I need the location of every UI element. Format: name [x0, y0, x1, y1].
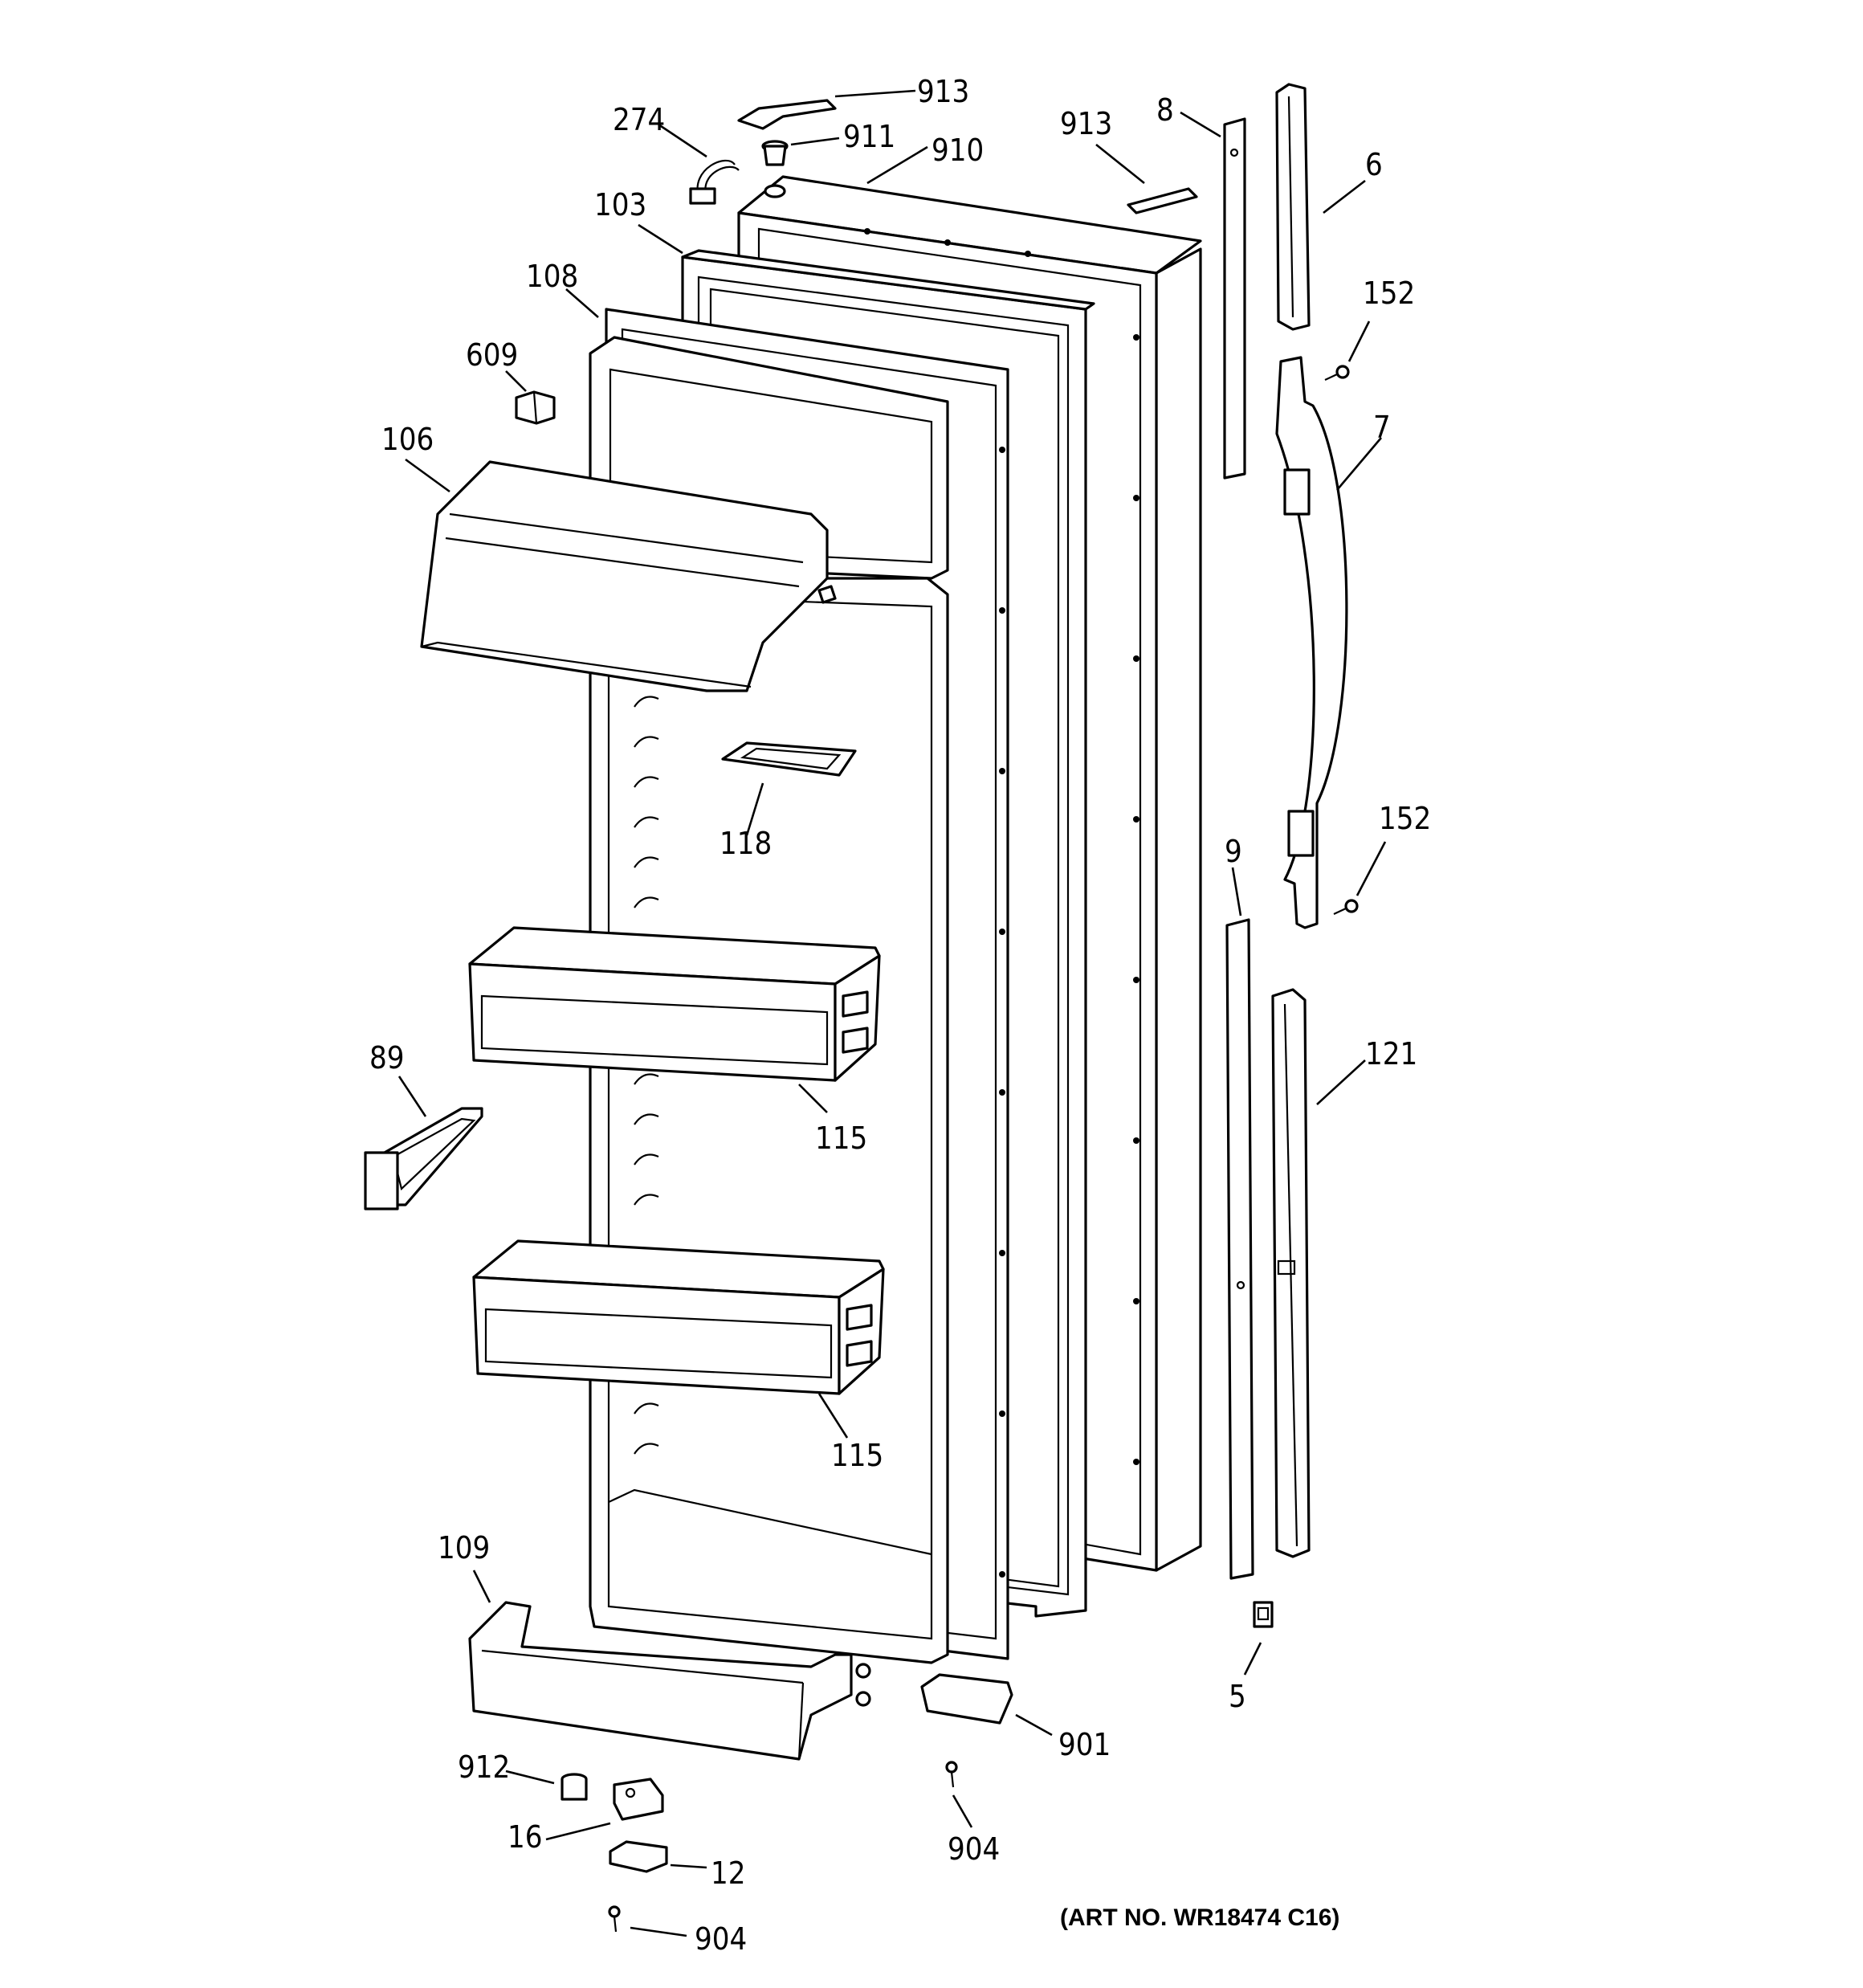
part-115-door-bin-upper: [468, 926, 881, 1082]
part-904-screw-right: [945, 1761, 958, 1788]
part-913-trim-piece: [1127, 187, 1198, 214]
callout-106: 106: [381, 422, 434, 457]
callout-12: 12: [711, 1855, 746, 1891]
part-911-plug: [761, 140, 789, 166]
part-12-hinge-plate: [609, 1840, 668, 1873]
callout-103: 103: [594, 187, 646, 222]
callout-6: 6: [1365, 147, 1383, 182]
callout-7: 7: [1373, 410, 1391, 445]
part-152-screw-upper: [1324, 365, 1350, 381]
part-106-dairy-door: [420, 460, 837, 692]
leader-lines: [397, 89, 1387, 1937]
part-7-door-handle: [1275, 356, 1348, 929]
callout-labels: 913 274 911 910 913 8 6 103 108 152 609 …: [369, 74, 1431, 1957]
art-number: (ART NO. WR18474 C16): [1060, 1904, 1339, 1931]
callout-911: 911: [843, 119, 895, 154]
callout-609: 609: [466, 337, 518, 373]
callout-118: 118: [720, 826, 772, 861]
part-913-top-plate: [737, 99, 837, 130]
callout-274: 274: [613, 102, 665, 137]
callout-109: 109: [438, 1530, 490, 1565]
part-121-handle-trim-lower: [1271, 988, 1311, 1558]
callout-913-side: 913: [1060, 106, 1112, 141]
callout-910: 910: [932, 133, 984, 168]
callout-913-top: 913: [917, 74, 969, 109]
callout-5: 5: [1229, 1679, 1246, 1714]
callout-121: 121: [1365, 1036, 1417, 1072]
part-5-clip: [1253, 1601, 1274, 1628]
part-901-bracket: [920, 1673, 1013, 1725]
part-9-lower-trim: [1225, 918, 1254, 1580]
part-274-wire-harness: [689, 160, 740, 205]
callout-901: 901: [1058, 1727, 1111, 1762]
part-16-hinge: [613, 1778, 664, 1821]
callout-904-right: 904: [948, 1831, 1000, 1867]
callout-904-bottom: 904: [695, 1921, 747, 1957]
callout-89: 89: [369, 1040, 405, 1076]
callout-108: 108: [526, 259, 578, 294]
callout-16: 16: [508, 1819, 543, 1855]
part-609-switch: [515, 390, 556, 425]
callout-152-upper: 152: [1363, 276, 1415, 311]
part-109-bottom-bin: [468, 1601, 871, 1761]
part-152-screw-lower: [1333, 899, 1359, 915]
part-6-handle-cap-upper: [1275, 83, 1311, 331]
part-904-screw-bottom: [608, 1905, 621, 1933]
callout-912: 912: [458, 1749, 510, 1785]
callout-152-lower: 152: [1379, 801, 1431, 836]
callout-8: 8: [1156, 92, 1174, 128]
part-115-door-bin-lower: [472, 1239, 885, 1395]
part-118-pad: [721, 741, 857, 777]
part-912-cap: [561, 1773, 588, 1801]
callout-9: 9: [1225, 834, 1242, 869]
part-89-tray: [364, 1107, 483, 1210]
callout-115-upper: 115: [815, 1121, 867, 1156]
part-8-upper-trim: [1223, 117, 1246, 480]
callout-115-lower: 115: [831, 1438, 883, 1473]
